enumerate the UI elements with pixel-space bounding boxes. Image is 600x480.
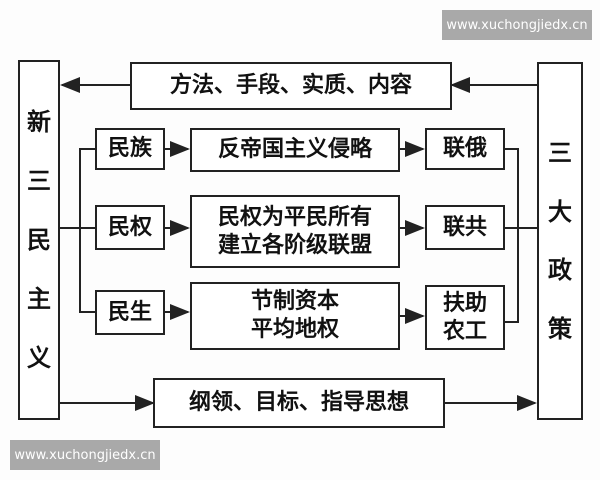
left-bracket [79, 148, 95, 313]
policy-assist-workers-peasants: 扶助 农工 [425, 285, 505, 350]
right-bracket [505, 148, 519, 323]
content-line: 节制资本 [250, 289, 339, 314]
watermark-top: www.xuchongjiedx.cn [442, 10, 592, 40]
char: 主 [27, 285, 51, 314]
content-democracy: 民权为平民所有 建立各阶级联盟 [190, 195, 400, 268]
principle-democracy: 民权 [95, 205, 165, 250]
principle-nationalism: 民族 [95, 128, 165, 170]
char: 政 [548, 256, 572, 285]
char: 民 [27, 225, 51, 254]
char: 策 [548, 314, 572, 343]
top-box: 方法、手段、实质、内容 [130, 62, 452, 110]
policy-ally-communists: 联共 [425, 205, 505, 250]
new-three-principles-box: 新 三 民 主 义 [18, 60, 60, 420]
watermark-bottom: www.xuchongjiedx.cn [10, 440, 160, 470]
bottom-box: 纲领、目标、指导思想 [153, 378, 445, 428]
content-line: 民权为平民所有 [217, 204, 372, 230]
char: 大 [548, 197, 572, 226]
char: 三 [548, 139, 572, 168]
policy-line: 农工 [442, 318, 487, 344]
policy-ally-russia: 联俄 [425, 128, 505, 170]
content-line: 建立各阶级联盟 [217, 232, 372, 258]
content-line: 平均地权 [250, 317, 339, 342]
policy-line: 扶助 [442, 290, 487, 316]
three-policies-box: 三 大 政 策 [537, 62, 583, 420]
char: 新 [27, 107, 51, 136]
char: 义 [27, 344, 51, 373]
content-nationalism: 反帝国主义侵略 [190, 128, 400, 172]
principle-livelihood: 民生 [95, 290, 165, 335]
char: 三 [27, 166, 51, 195]
content-livelihood: 节制资本 平均地权 [190, 282, 400, 350]
